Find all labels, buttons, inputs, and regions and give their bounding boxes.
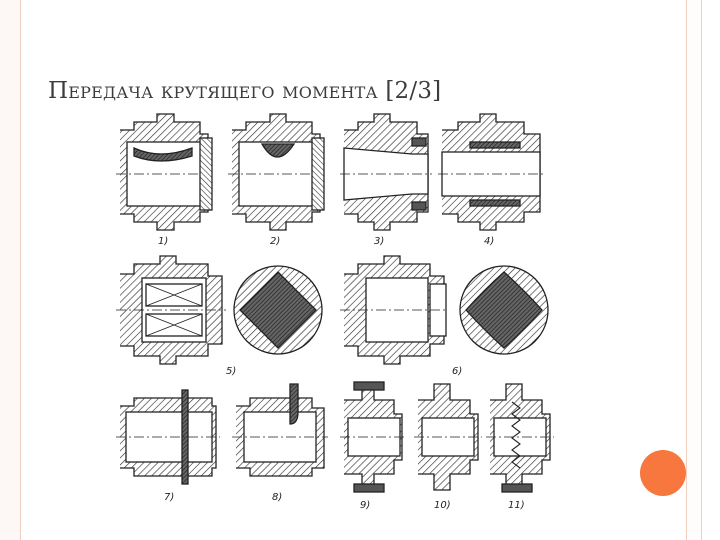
figure-label-5: 5) [226,366,236,377]
figure-10 [414,383,482,491]
figure-label-4: 4) [484,236,494,247]
torque-transmission-drawing: 1) 2) 3) 4) [116,113,554,511]
figure-3 [340,113,432,231]
figure-label-1: 1) [158,236,168,247]
figure-label-6: 6) [452,366,462,377]
figure-6 [340,255,549,365]
slide-title-text: Передача крутящего момента [48,78,378,104]
figure-5 [116,255,323,365]
left-frame-border [0,0,21,540]
slide-title-suffix: [2/3] [377,78,442,104]
figure-4 [438,113,544,231]
figure-label-2: 2) [270,236,280,247]
figure-1 [116,113,213,231]
figure-label-11: 11) [508,500,525,511]
figure-label-9: 9) [360,500,370,511]
figure-label-3: 3) [374,236,384,247]
figure-2 [228,113,325,231]
figure-11 [486,383,554,493]
figure-8 [232,383,328,477]
figure-9 [340,381,406,493]
figure-label-10: 10) [434,500,451,511]
figure-7 [116,389,220,485]
slide-title: Передача крутящего момента [2/3] [48,78,648,104]
right-frame-border [686,0,702,540]
figure-label-7: 7) [164,492,174,503]
figure-label-8: 8) [272,492,282,503]
accent-circle [640,450,686,496]
